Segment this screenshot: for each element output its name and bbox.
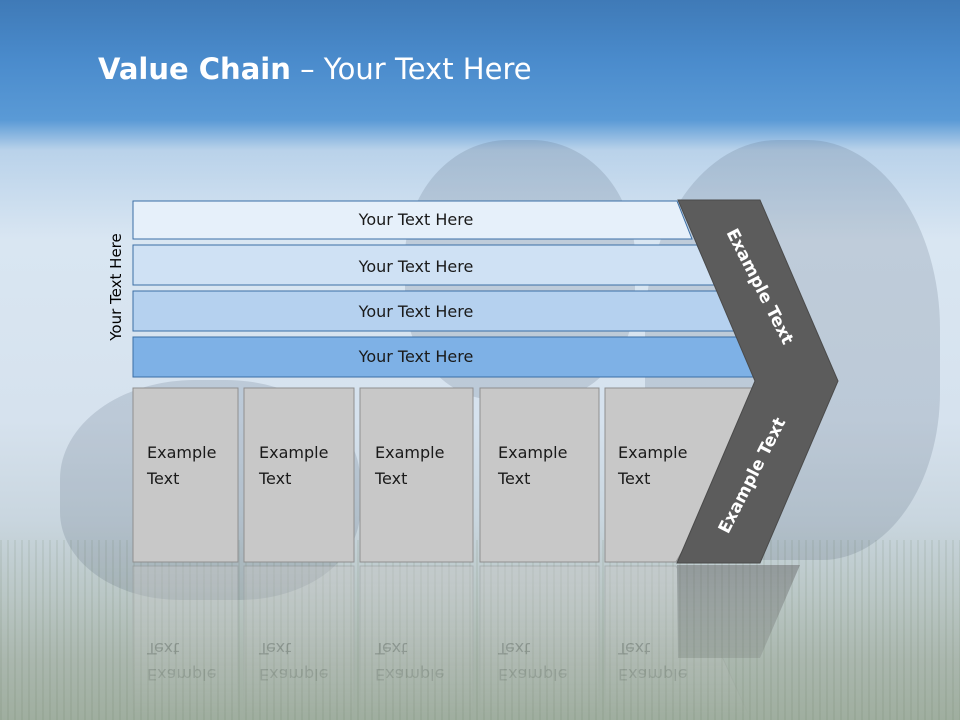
card-group bbox=[132, 387, 761, 563]
card-4[interactable] bbox=[479, 387, 600, 563]
card-4-line1: Example bbox=[498, 443, 568, 462]
band-group: Your Text Here Your Text Here Your Text … bbox=[132, 200, 763, 378]
reflection-card-4-line1: Example bbox=[498, 665, 567, 684]
band-4-label: Your Text Here bbox=[358, 347, 474, 366]
card-2[interactable] bbox=[243, 387, 355, 563]
card-2-line1: Example bbox=[259, 443, 329, 462]
diagram-reflection: Example Text Example Text Example Text E… bbox=[132, 565, 800, 720]
card-5-line1: Example bbox=[618, 443, 688, 462]
card-4-text: Example Text bbox=[498, 440, 567, 492]
card-3-line1: Example bbox=[375, 443, 445, 462]
band-1-label: Your Text Here bbox=[358, 210, 474, 229]
band-1[interactable] bbox=[132, 200, 693, 240]
reflection-card-1-line1: Example bbox=[147, 665, 216, 684]
band-2-label: Your Text Here bbox=[358, 257, 474, 276]
title-rest: – Your Text Here bbox=[290, 52, 532, 86]
reflection-card-5-line1: Example bbox=[618, 665, 687, 684]
reflection-card-3-line2: Text bbox=[374, 639, 407, 658]
reflection-card-3-line1: Example bbox=[375, 665, 444, 684]
reflection-card-4-line2: Text bbox=[497, 639, 530, 658]
card-1-text: Example Text bbox=[147, 440, 216, 492]
card-2-text: Example Text bbox=[259, 440, 328, 492]
card-1-line1: Example bbox=[147, 443, 217, 462]
title-bold: Value Chain bbox=[98, 52, 291, 86]
card-5-text: Example Text bbox=[618, 440, 687, 492]
reflection-card-1-line2: Text bbox=[146, 639, 179, 658]
card-2-line2: Text bbox=[259, 469, 292, 488]
card-3[interactable] bbox=[359, 387, 474, 563]
slide-title[interactable]: Value Chain – Your Text Here bbox=[98, 52, 532, 86]
card-1[interactable] bbox=[132, 387, 239, 563]
reflection-card-2-line1: Example bbox=[259, 665, 328, 684]
reflection-card-2-line2: Text bbox=[258, 639, 291, 658]
card-5-line2: Text bbox=[618, 469, 651, 488]
band-3-label: Your Text Here bbox=[358, 302, 474, 321]
card-3-line2: Text bbox=[375, 469, 408, 488]
card-1-line2: Text bbox=[147, 469, 180, 488]
chevron-arrow[interactable] bbox=[676, 199, 839, 564]
card-3-text: Example Text bbox=[375, 440, 444, 492]
reflection-card-5-line2: Text bbox=[617, 639, 650, 658]
card-4-line2: Text bbox=[498, 469, 531, 488]
